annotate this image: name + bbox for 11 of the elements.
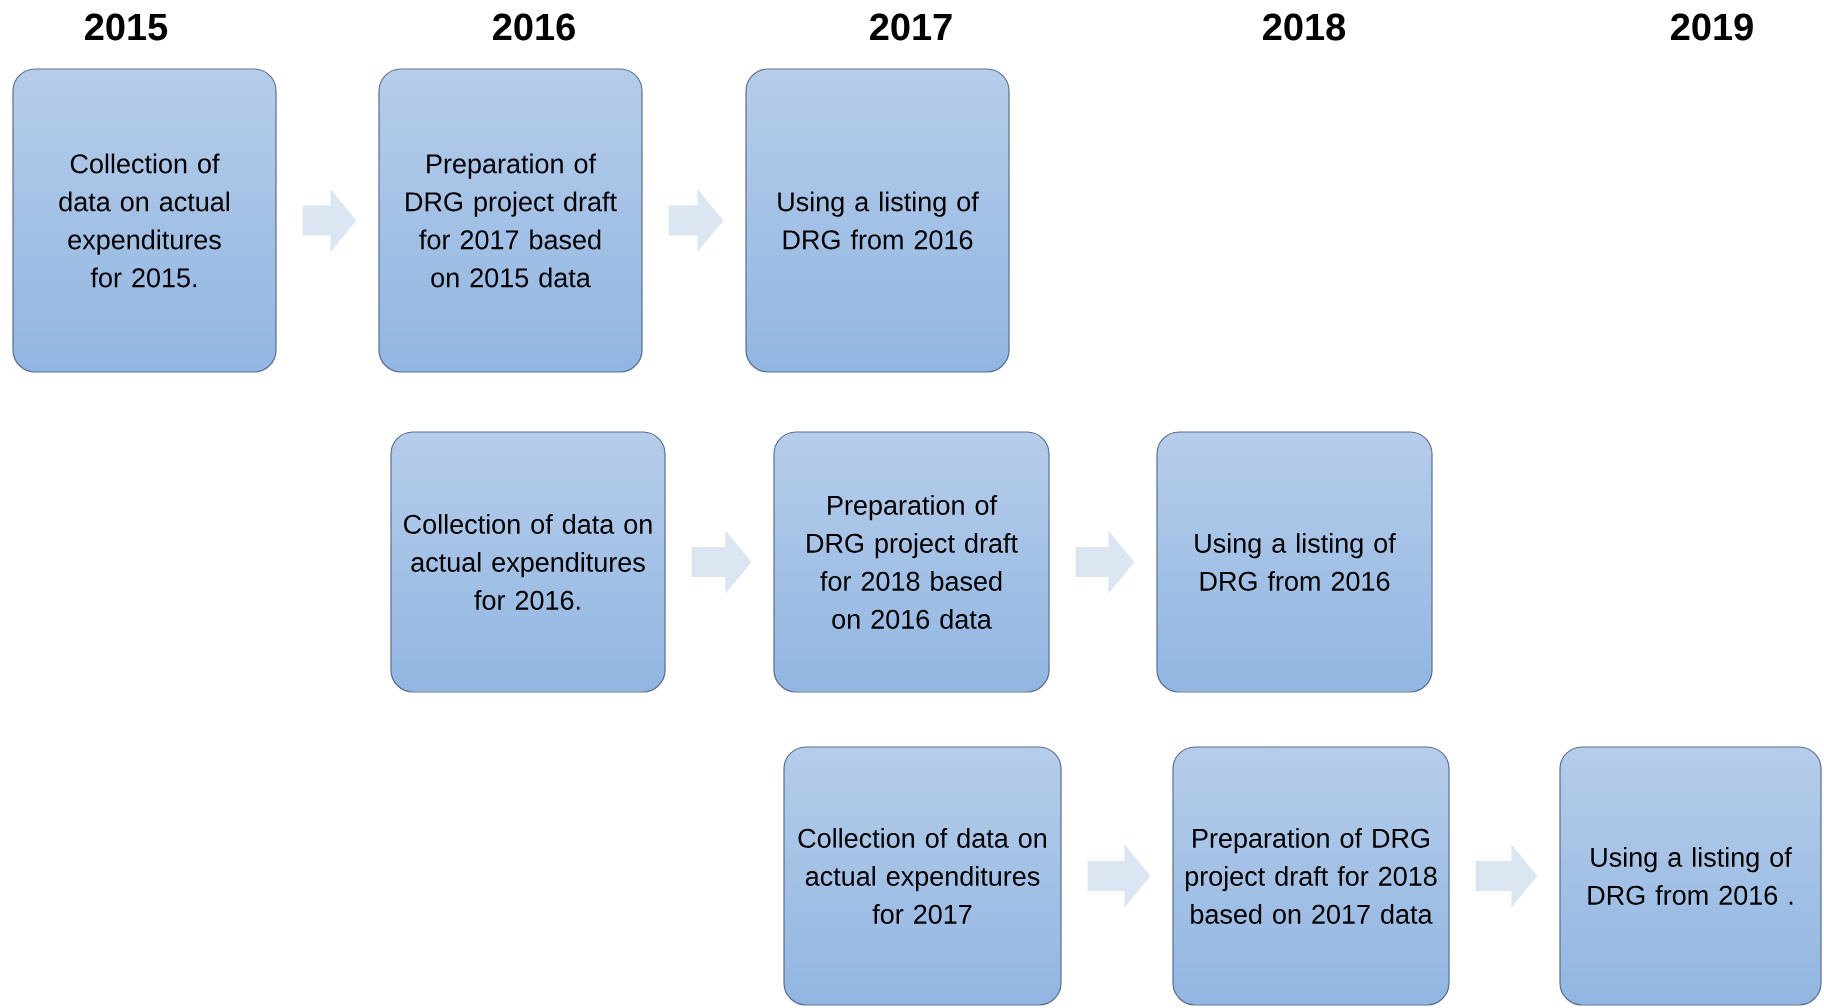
process-box: Collection of data on actual expenditures for 2015. xyxy=(12,68,277,373)
process-box: Collection of data on actual expenditures for 2016. xyxy=(390,431,666,693)
process-box: Collection of data on actual expenditures for 2017 xyxy=(783,746,1062,1006)
process-box: Using a listing of DRG from 2016 xyxy=(745,68,1010,373)
year-label: 2019 xyxy=(1671,13,1753,41)
process-box: Preparation of DRG project draft for 2018 based on 2017 data xyxy=(1172,746,1450,1006)
process-box: Using a listing of DRG from 2016 xyxy=(1156,431,1433,693)
process-box: Preparation of DRG project draft for 2017 based on 2015 data xyxy=(378,68,643,373)
process-box: Using a listing of DRG from 2016 . xyxy=(1559,746,1822,1006)
process-box: Preparation of DRG project draft for 2018 based on 2016 data xyxy=(773,431,1050,693)
year-label: 2018 xyxy=(1263,13,1346,41)
